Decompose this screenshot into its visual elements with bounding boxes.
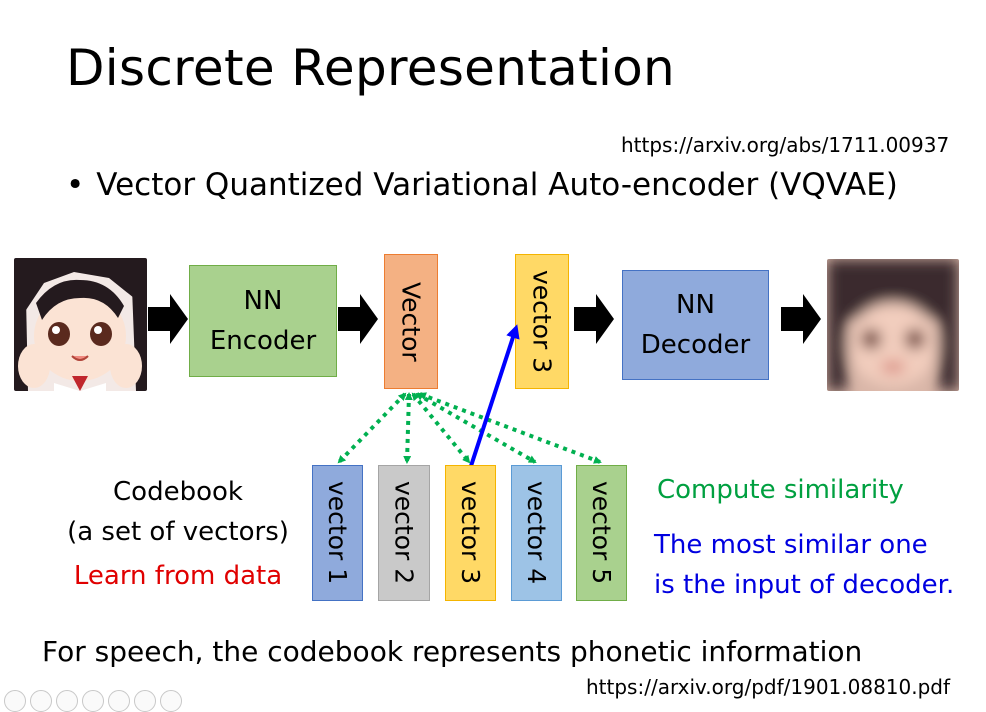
codebook-vector-4-label: vector 4 xyxy=(522,481,551,585)
codebook-title: Codebook xyxy=(113,477,243,507)
selection-arrow xyxy=(469,324,520,467)
codebook-vector-4: vector 4 xyxy=(511,465,562,601)
selected-vector-label: vector 3 xyxy=(527,269,557,374)
prev-slide-icon[interactable] xyxy=(4,690,26,712)
pen-icon[interactable] xyxy=(82,690,104,712)
codebook-vector-2: vector 2 xyxy=(378,465,430,601)
codebook-vector-2-label: vector 2 xyxy=(389,481,419,585)
bullet-dot-icon: • xyxy=(66,167,85,203)
speech-note: For speech, the codebook represents phon… xyxy=(42,635,863,668)
learn-from-data-label: Learn from data xyxy=(73,561,283,591)
compute-similarity-label: Compute similarity xyxy=(657,475,904,505)
encoder-output-vector: Vector xyxy=(384,254,438,389)
input-image xyxy=(14,258,147,391)
slide-title: Discrete Representation xyxy=(66,39,676,97)
input-anime-face-icon xyxy=(14,258,147,391)
more-options-icon[interactable] xyxy=(160,690,182,712)
selected-vector-box: vector 3 xyxy=(515,254,569,389)
arrow-right-icon xyxy=(148,294,188,344)
bullet-text: Vector Quantized Variational Auto-encode… xyxy=(96,167,898,203)
arrow-right-icon xyxy=(781,294,821,344)
slideshow-controls xyxy=(0,688,220,712)
codebook-subtitle: (a set of vectors) xyxy=(67,517,289,547)
nn-encoder-box: NN Encoder xyxy=(189,265,337,377)
bullet-point: • Vector Quantized Variational Auto-encod… xyxy=(66,164,898,206)
most-similar-line-1: The most similar one xyxy=(654,530,928,560)
nn-decoder-box: NN Decoder xyxy=(622,270,769,380)
codebook-vector-5: vector 5 xyxy=(576,465,627,601)
pointer-icon[interactable] xyxy=(56,690,78,712)
blurred-output-face-icon xyxy=(827,259,959,391)
similarity-arrow-1 xyxy=(337,392,407,464)
similarity-arrow-3 xyxy=(411,392,471,464)
slides-icon[interactable] xyxy=(108,690,130,712)
codebook-vector-3-label: vector 3 xyxy=(456,481,485,585)
reference-link-top[interactable]: https://arxiv.org/abs/1711.00937 xyxy=(621,133,950,157)
decoder-label: NN Decoder xyxy=(640,290,751,360)
encoder-label: NN Encoder xyxy=(209,286,317,356)
similarity-arrow-5 xyxy=(418,392,602,464)
codebook-vector-5-label: vector 5 xyxy=(587,481,616,585)
arrow-right-icon xyxy=(338,294,378,344)
output-image xyxy=(827,259,959,391)
zoom-icon[interactable] xyxy=(134,690,156,712)
most-similar-line-2: is the input of decoder. xyxy=(654,570,955,600)
reference-link-bottom[interactable]: https://arxiv.org/pdf/1901.08810.pdf xyxy=(586,675,951,699)
codebook-vector-1-label: vector 1 xyxy=(323,481,352,585)
codebook-vector-1: vector 1 xyxy=(312,465,363,601)
next-slide-icon[interactable] xyxy=(30,690,52,712)
similarity-arrow-2 xyxy=(403,392,413,464)
vector-label: Vector xyxy=(396,281,426,362)
codebook-vector-3: vector 3 xyxy=(445,465,496,601)
arrow-right-icon xyxy=(574,294,614,344)
